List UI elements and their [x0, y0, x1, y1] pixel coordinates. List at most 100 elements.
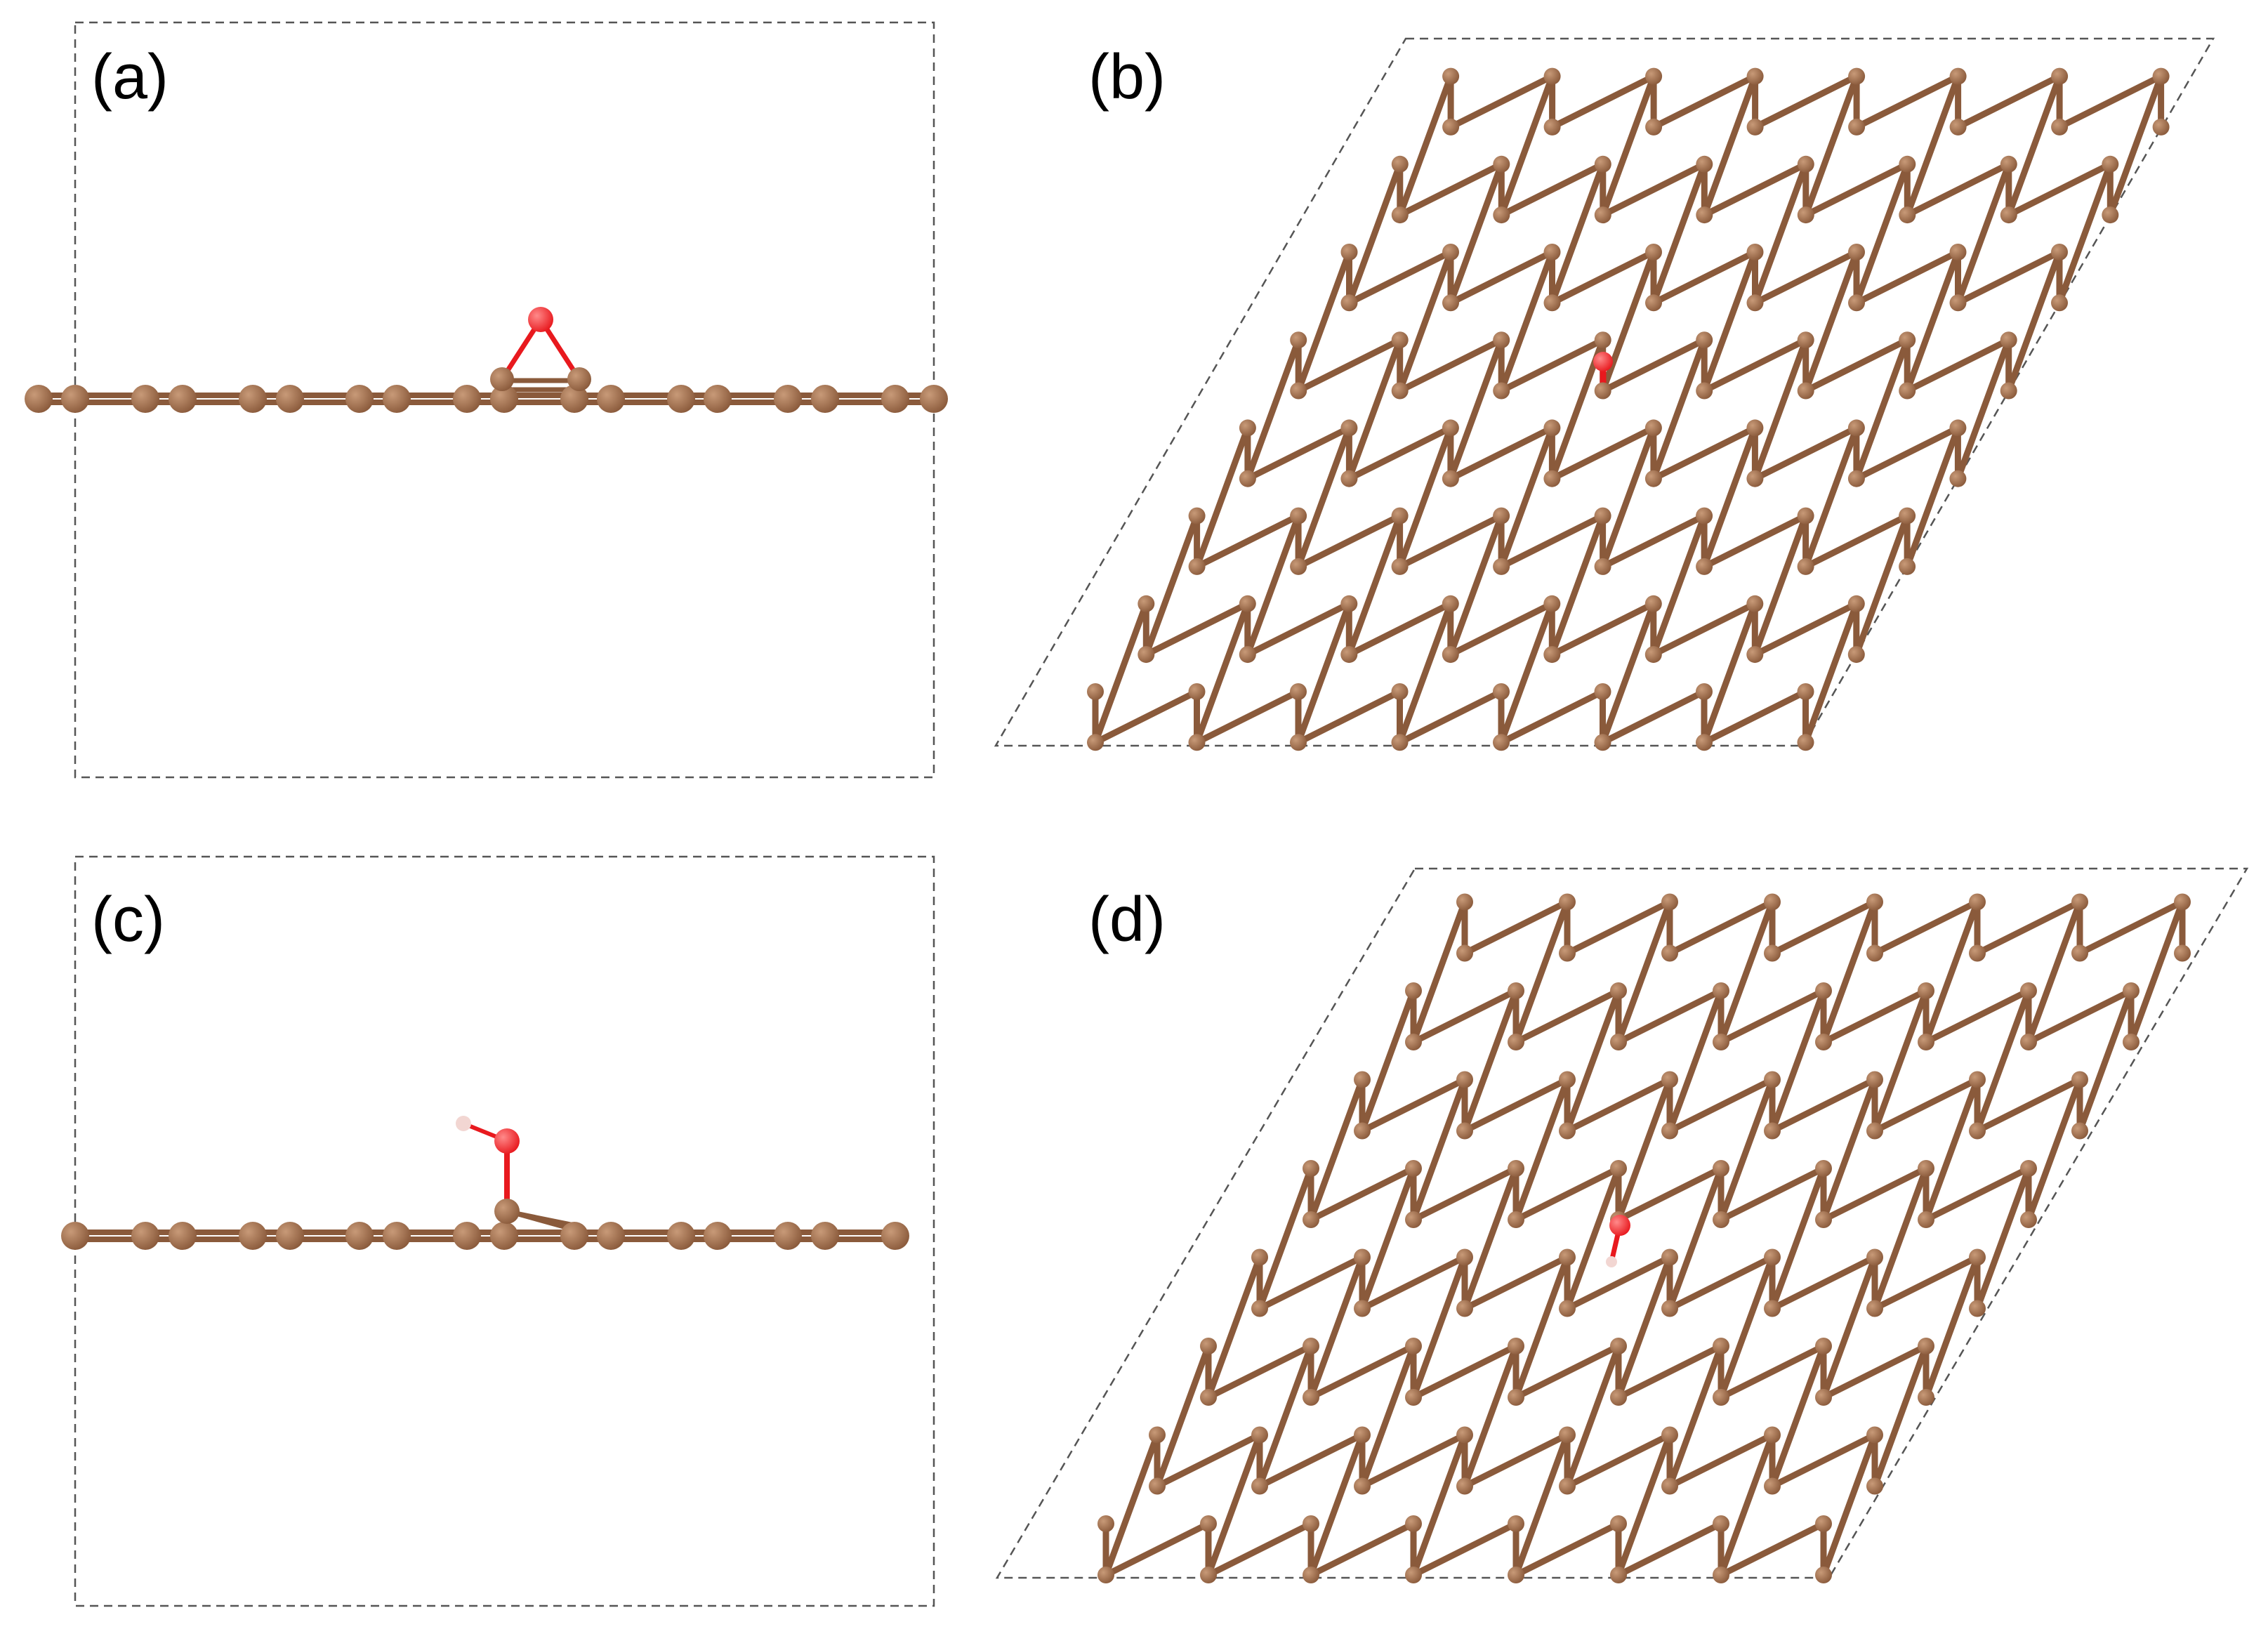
carbon-atom — [1543, 419, 1561, 437]
carbon-atom — [1391, 155, 1409, 173]
carbon-atom — [1848, 118, 1866, 136]
carbon-atom — [1713, 1160, 1729, 1177]
c-c-bond — [1564, 1343, 1622, 1489]
carbon-atom — [1594, 734, 1611, 751]
c-c-bond — [1461, 987, 1519, 1134]
carbon-atom — [2051, 118, 2069, 136]
c-c-bond — [1615, 987, 1725, 1046]
c-c-bond — [2005, 249, 2063, 394]
c-c-bond — [1295, 688, 1403, 746]
carbon-atom — [1391, 734, 1409, 751]
carbon-atom — [1847, 646, 1865, 664]
c-c-bond — [1820, 1432, 1878, 1578]
carbon-atom — [1442, 595, 1459, 612]
carbon-atom — [1493, 558, 1510, 575]
c-c-bond — [1447, 424, 1555, 482]
panel-c: (c) — [61, 855, 935, 1607]
c-c-bond — [1397, 513, 1505, 570]
carbon-atom — [1797, 206, 1814, 224]
c-c-bond — [1701, 161, 1809, 218]
c-c-bond — [1600, 73, 1657, 218]
carbon-atom — [774, 1222, 802, 1250]
c-c-bond — [1600, 336, 1708, 394]
c-c-bond — [1498, 336, 1607, 394]
c-c-bond — [1752, 73, 1860, 131]
c-c-bond — [1974, 1076, 2083, 1134]
c-c-bond — [1769, 1343, 1827, 1489]
carbon-atom — [1188, 558, 1206, 575]
c-c-bond — [1718, 1076, 1776, 1223]
carbon-atom — [169, 385, 197, 413]
c-c-bond — [1256, 1343, 1314, 1489]
c-c-bond — [1701, 513, 1809, 570]
carbon-atom — [1543, 646, 1561, 664]
c-c-bond — [1512, 1254, 1571, 1401]
carbon-atom — [881, 1222, 909, 1250]
carbon-atom — [1188, 683, 1206, 700]
c-c-bond — [1615, 1432, 1673, 1578]
panel-b-atoms — [1087, 67, 2170, 751]
carbon-atom — [1340, 419, 1358, 437]
carbon-atom — [1594, 382, 1611, 400]
carbon-atom — [1797, 683, 1814, 700]
carbon-atom — [1594, 507, 1611, 525]
carbon-atom — [567, 367, 591, 391]
c-c-bond — [1461, 1165, 1519, 1312]
c-c-bond — [1447, 161, 1505, 306]
carbon-atom — [1866, 1071, 1883, 1088]
carbon-atom — [1138, 646, 1155, 664]
carbon-atom — [597, 385, 625, 413]
panel-b-cell-box — [994, 37, 2215, 747]
c-c-bond — [1802, 424, 1860, 570]
oxygen-atom — [528, 307, 553, 332]
carbon-atom — [1866, 1426, 1883, 1444]
carbon-atom — [1200, 1338, 1217, 1354]
carbon-atom — [1200, 1515, 1217, 1532]
c-c-bond — [1244, 336, 1302, 482]
c-c-bond — [1600, 424, 1657, 570]
c-c-bond — [1650, 513, 1708, 658]
carbon-atom — [276, 1222, 304, 1250]
carbon-atom — [1918, 1160, 1934, 1177]
c-c-bond — [1295, 249, 1352, 394]
c-c-bond — [1718, 1520, 1827, 1578]
carbon-atom — [1405, 1034, 1422, 1050]
c-c-bond — [1718, 1254, 1776, 1401]
c-c-bond — [2005, 73, 2063, 218]
c-c-bond — [1410, 899, 1468, 1046]
carbon-atom — [1746, 470, 1764, 487]
carbon-atom — [1149, 1477, 1166, 1495]
c-c-bond — [1666, 1076, 1776, 1134]
carbon-atom — [1340, 294, 1358, 312]
carbon-atom — [1848, 294, 1865, 312]
panel-d: (d) — [995, 867, 2249, 1583]
c-c-bond — [1954, 336, 2012, 482]
carbon-atom — [1797, 382, 1814, 400]
panel-b-bonds — [1092, 73, 2165, 746]
carbon-atom — [25, 385, 53, 413]
c-c-bond — [1666, 899, 1776, 956]
c-c-bond — [1820, 1343, 1930, 1401]
carbon-atom — [1493, 382, 1510, 400]
carbon-atom — [1764, 1300, 1781, 1317]
carbon-atom — [1508, 1515, 1524, 1532]
c-c-bond — [1564, 899, 1673, 956]
carbon-atom — [1764, 1122, 1781, 1140]
c-c-bond — [1295, 424, 1352, 570]
carbon-atom — [1559, 944, 1576, 962]
c-c-bond — [1752, 161, 1809, 306]
c-c-bond — [1650, 161, 1708, 306]
c-c-bond — [1751, 600, 1860, 658]
c-c-bond — [1615, 1343, 1725, 1401]
carbon-atom — [453, 1222, 481, 1250]
c-c-bond — [1142, 513, 1201, 658]
c-c-bond — [1307, 1165, 1417, 1223]
carbon-atom — [1899, 331, 1916, 349]
c-c-bond — [1256, 1432, 1366, 1489]
carbon-atom — [1645, 294, 1662, 312]
c-c-bond — [1461, 899, 1571, 956]
c-c-bond — [1359, 1343, 1417, 1489]
c-c-bond — [1346, 249, 1454, 306]
c-c-bond — [1615, 1254, 1673, 1401]
c-c-bond — [1701, 73, 1759, 218]
